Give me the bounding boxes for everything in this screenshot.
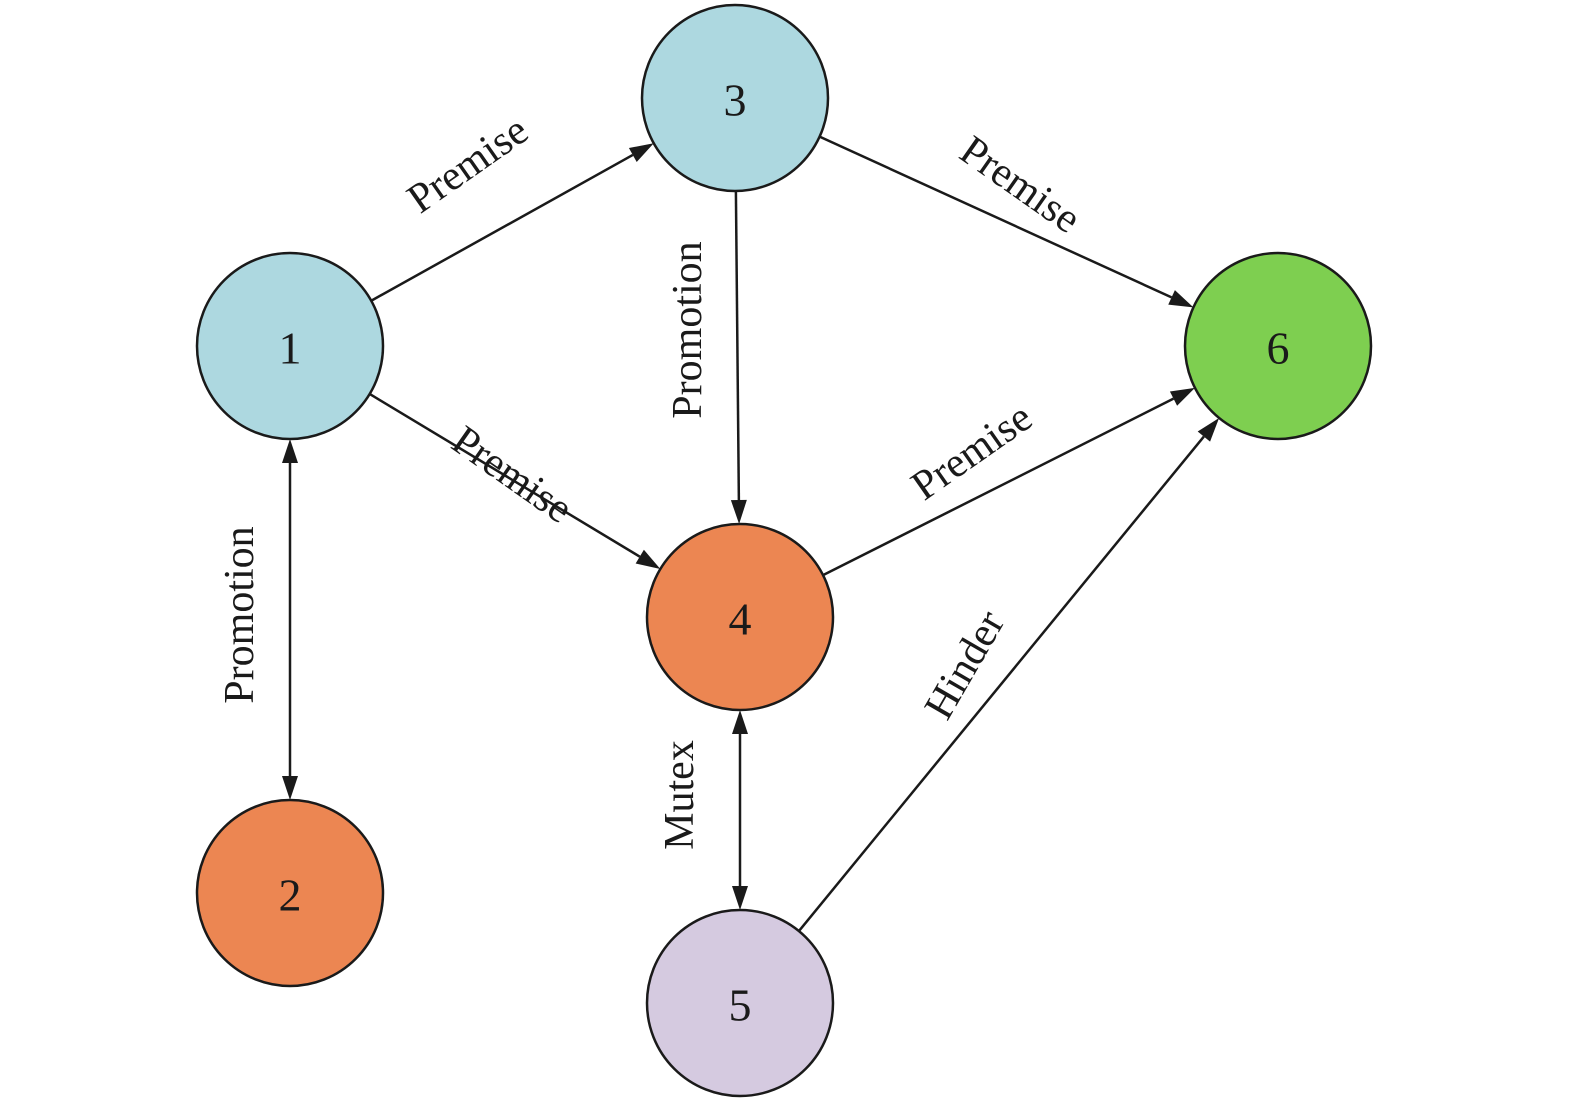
edge-label-premise: Premise (399, 107, 536, 222)
edge-line-3-4 (734, 190, 741, 501)
edge-1-3: Premise (370, 107, 654, 302)
node-label: 3 (724, 75, 747, 126)
edge-label-premise: Premise (903, 394, 1040, 509)
nodes-layer: 1 2 3 4 5 6 (195, 3, 1373, 1098)
arrowhead-icon (732, 710, 748, 734)
edge-3-4: Promotion (665, 190, 747, 525)
edge-label-promotion: Promotion (665, 241, 711, 418)
edge-label-premise: Premise (951, 127, 1088, 242)
node-label: 2 (279, 870, 302, 921)
arrowhead-icon (282, 776, 298, 800)
node-circle (195, 798, 385, 988)
node-label: 6 (1267, 323, 1290, 374)
node-label: 1 (279, 323, 302, 374)
node-1: 1 (195, 251, 385, 441)
edge-line-3-6 (819, 135, 1173, 299)
node-2: 2 (195, 798, 385, 988)
arrowhead-icon (1168, 290, 1194, 308)
node-5: 5 (645, 908, 835, 1098)
edge-line-1-4 (369, 392, 641, 558)
node-circle (195, 251, 385, 441)
edge-label-hinder: Hinder (916, 603, 1014, 727)
edge-4-6: Premise (822, 387, 1195, 577)
node-6: 6 (1183, 251, 1373, 441)
edge-1-4: Premise (369, 392, 661, 570)
edge-line-5-6 (797, 435, 1205, 932)
node-circle (640, 3, 830, 193)
node-3: 3 (640, 3, 830, 193)
edge-5-6: Hinder (797, 417, 1220, 932)
edge-line-4-6 (822, 397, 1175, 577)
edge-3-6: Premise (819, 127, 1194, 308)
node-label: 5 (729, 980, 752, 1031)
edge-4-5: Mutex (657, 710, 748, 910)
edge-line-1-3 (370, 153, 634, 302)
arrowhead-icon (1169, 387, 1195, 406)
arrowhead-icon (732, 886, 748, 910)
edge-label-mutex: Mutex (657, 740, 703, 850)
arrowhead-icon (635, 549, 661, 570)
node-4: 4 (645, 522, 835, 712)
edge-1-2: Promotion (217, 439, 298, 800)
edge-label-premise: Premise (443, 417, 580, 532)
node-label: 4 (729, 594, 752, 645)
arrowhead-icon (628, 143, 654, 162)
arrowhead-icon (282, 439, 298, 463)
node-circle (645, 908, 835, 1098)
node-circle (1183, 251, 1373, 441)
edges-layer: Premise Premise Promotion Promotion Prem… (217, 107, 1220, 932)
node-circle (645, 522, 835, 712)
arrowhead-icon (730, 499, 747, 525)
arrowhead-icon (1197, 417, 1220, 442)
edge-label-promotion: Promotion (217, 526, 263, 703)
